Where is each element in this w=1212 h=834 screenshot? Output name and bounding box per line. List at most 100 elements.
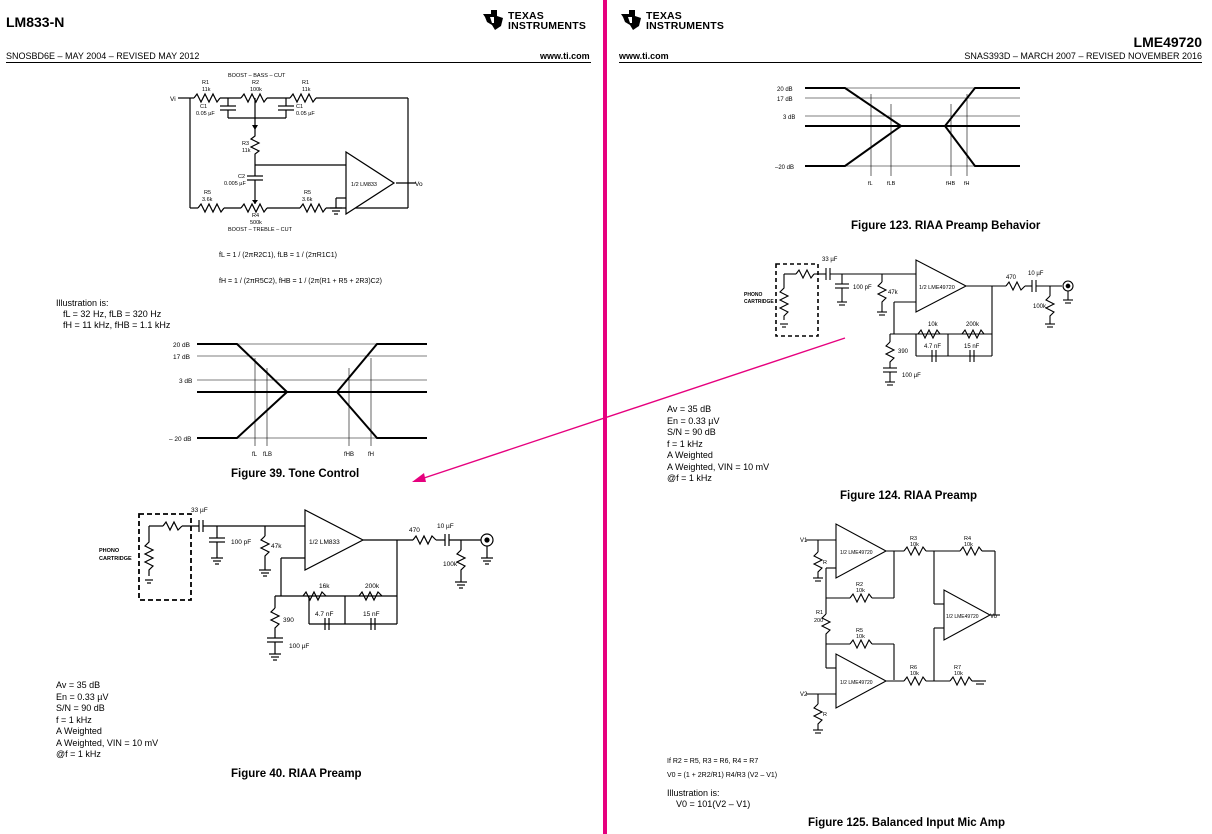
label: 10k bbox=[954, 671, 963, 677]
freq-label: fHB bbox=[344, 452, 354, 458]
label: R5 bbox=[304, 190, 311, 196]
label: R2 bbox=[252, 80, 259, 86]
right-part-number: LME49720 bbox=[1133, 34, 1202, 50]
freq-label: fLB bbox=[263, 452, 272, 458]
arrow-head-icon bbox=[412, 473, 426, 482]
riaa-behavior-diagram: 20 dB 17 dB 3 dB –20 dB fL fLB fHB fH bbox=[775, 87, 1020, 187]
freq-label: fHB bbox=[946, 181, 956, 187]
label: R1 bbox=[816, 610, 823, 616]
label: 100k bbox=[443, 561, 458, 568]
spec-line: f = 1 kHz bbox=[56, 714, 92, 725]
label: 47k bbox=[271, 543, 282, 550]
spec-line: A Weighted, VIN = 10 mV bbox=[667, 461, 770, 472]
label: 100k bbox=[1033, 304, 1047, 310]
riaa-preamp-schematic-right: 33 µF 100 pF 47k 1/2 LME49720 470 10 µF … bbox=[744, 257, 1074, 386]
level-label: 17 dB bbox=[777, 97, 793, 103]
label: 390 bbox=[898, 349, 909, 355]
label: 33 µF bbox=[191, 507, 208, 514]
spec-line: @f = 1 kHz bbox=[667, 473, 712, 483]
equation-line-2: fH = 1 / (2πR5C2), fHB = 1 / (2π(R1 + R5… bbox=[219, 278, 382, 285]
label: R3 bbox=[910, 536, 917, 542]
label: R7 bbox=[954, 665, 961, 671]
label: CARTRIDGE bbox=[99, 556, 132, 562]
label: 3.6k bbox=[202, 197, 213, 203]
level-label: –20 dB bbox=[775, 165, 794, 171]
label: 470 bbox=[1006, 275, 1017, 281]
label: 15 nF bbox=[363, 611, 380, 618]
spec-line: S/N = 90 dB bbox=[667, 427, 716, 437]
label: 11k bbox=[202, 87, 211, 93]
left-header-rule bbox=[6, 62, 591, 63]
spec-list: Av = 35 dB En = 0.33 µV S/N = 90 dB f = … bbox=[667, 404, 769, 485]
label: 16k bbox=[319, 583, 330, 590]
label: R bbox=[823, 560, 827, 566]
spec-list: Av = 35 dB En = 0.33 µV S/N = 90 dB f = … bbox=[56, 680, 158, 761]
ti-state-logo-icon bbox=[621, 10, 641, 30]
label: 470 bbox=[409, 527, 420, 534]
label: 10k bbox=[856, 634, 865, 640]
ti-brand-line2: INSTRUMENTS bbox=[508, 20, 587, 32]
illustration-line: fH = 11 kHz, fHB = 1.1 kHz bbox=[63, 320, 171, 330]
freq-label: fLB bbox=[887, 181, 896, 187]
label: R4 bbox=[252, 213, 259, 219]
figure-40-caption: Figure 40. RIAA Preamp bbox=[231, 768, 362, 780]
label: 10k bbox=[910, 671, 919, 677]
label: 100 µF bbox=[289, 643, 309, 650]
equation-line-1: fL = 1 / (2πR2C1), fLB = 1 / (2πR1C1) bbox=[219, 252, 337, 259]
label: 1/2 LME49720 bbox=[946, 614, 979, 620]
label: 390 bbox=[283, 617, 294, 624]
label: C2 bbox=[238, 174, 245, 180]
level-label: 20 dB bbox=[777, 87, 793, 93]
label: BOOST – BASS – CUT bbox=[228, 73, 286, 79]
label: 100k bbox=[250, 87, 262, 93]
ti-brand-line2: INSTRUMENTS bbox=[646, 20, 725, 32]
label: 4.7 nF bbox=[924, 344, 941, 350]
spec-line: En = 0.33 µV bbox=[56, 691, 109, 702]
label: C1 bbox=[200, 104, 207, 110]
ti-logo-right: TEXAS INSTRUMENTS bbox=[619, 8, 739, 36]
label: Vo bbox=[415, 181, 423, 188]
left-website-link[interactable]: www.ti.com bbox=[540, 51, 590, 61]
label: 100 pF bbox=[231, 539, 251, 546]
label: R4 bbox=[964, 536, 971, 542]
level-label: 17 dB bbox=[173, 354, 190, 361]
label: 100 pF bbox=[853, 285, 872, 291]
right-website-link[interactable]: www.ti.com bbox=[619, 51, 669, 61]
label: R3 bbox=[242, 141, 249, 147]
ti-brand-line1: TEXAS bbox=[646, 10, 683, 22]
illustration-title: Illustration is: bbox=[667, 788, 720, 798]
freq-label: fL bbox=[868, 181, 873, 187]
label: R1 bbox=[302, 80, 309, 86]
figure-123-caption: Figure 123. RIAA Preamp Behavior bbox=[851, 220, 1041, 232]
label: 4.7 nF bbox=[315, 611, 333, 618]
label: 200 bbox=[814, 618, 823, 624]
spec-line: f = 1 kHz bbox=[667, 438, 703, 449]
label: 0.05 µF bbox=[296, 111, 315, 117]
freq-label: fH bbox=[964, 181, 970, 187]
label: 1/2 LM833 bbox=[351, 182, 377, 188]
condition-text: If R2 = R5, R3 = R6, R4 = R7 bbox=[667, 758, 759, 765]
spec-line: A Weighted bbox=[667, 450, 713, 460]
freq-label: fL bbox=[252, 452, 258, 458]
label: 1/2 LM833 bbox=[309, 539, 340, 546]
tone-control-schematic: Vi Vo R1 11k BOOST – BASS – CUT R2 100k … bbox=[170, 73, 423, 233]
gain-equation: V0 = (1 + 2R2/R1) R4/R3 (V2 – V1) bbox=[667, 772, 778, 779]
label: PHONO bbox=[744, 292, 762, 298]
label: 10k bbox=[964, 542, 973, 548]
label: BOOST – TREBLE – CUT bbox=[228, 227, 293, 233]
label: 1/2 LME49720 bbox=[840, 680, 873, 686]
label: 1/2 LME49720 bbox=[919, 285, 955, 291]
level-label: 3 dB bbox=[783, 115, 795, 121]
label: 10k bbox=[928, 322, 939, 328]
label: CARTRIDGE bbox=[744, 299, 774, 305]
illustration-value: V0 = 101(V2 – V1) bbox=[676, 799, 751, 809]
label: 200k bbox=[365, 583, 380, 590]
right-header-rule bbox=[619, 62, 1202, 63]
level-label: – 20 dB bbox=[169, 436, 191, 443]
spec-line: A Weighted bbox=[56, 726, 102, 736]
label: R bbox=[823, 712, 827, 718]
spec-line: @f = 1 kHz bbox=[56, 749, 101, 759]
label: 10 µF bbox=[437, 523, 454, 530]
spec-line: A Weighted, VIN = 10 mV bbox=[56, 737, 159, 748]
label: R5 bbox=[204, 190, 211, 196]
